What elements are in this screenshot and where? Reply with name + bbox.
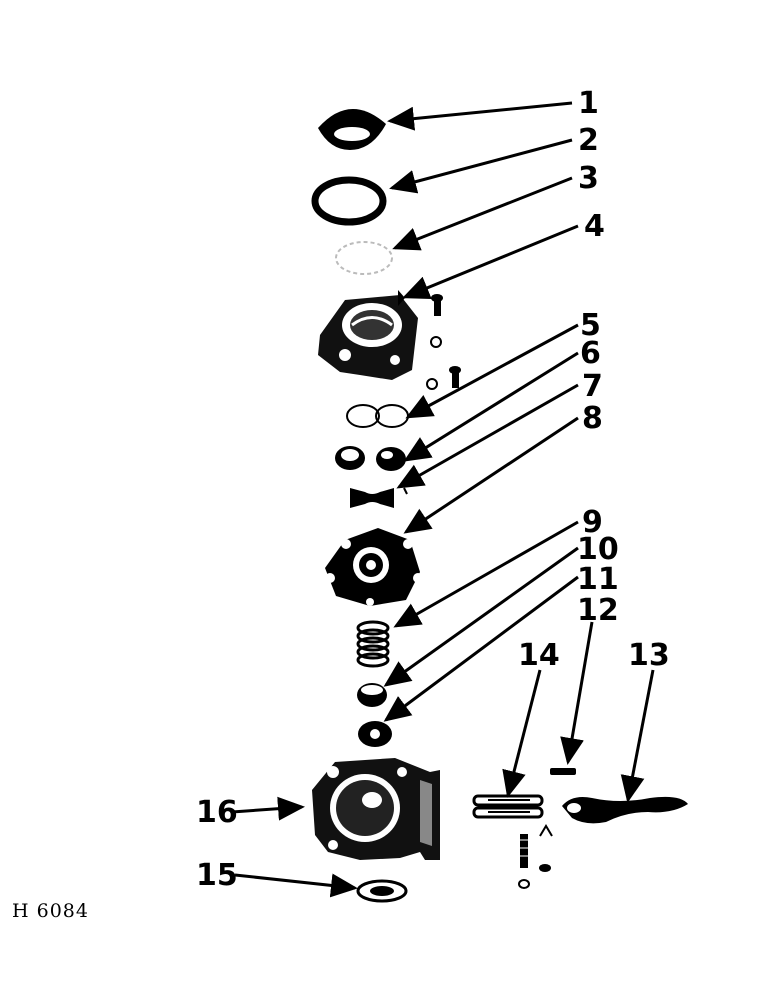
figure-id: H 6084 <box>12 900 89 922</box>
callout-1: 1 <box>578 86 599 121</box>
part-cover-cap <box>318 108 386 150</box>
part-body-screws <box>426 294 461 390</box>
leader-16 <box>231 796 305 821</box>
leader-5 <box>405 323 579 419</box>
part-oil-seal <box>358 721 392 747</box>
callout-13: 13 <box>628 638 670 673</box>
part-valve-pair <box>335 446 406 471</box>
leader-15 <box>234 873 358 898</box>
callout-11: 11 <box>577 562 619 597</box>
part-diaphragm-spring <box>356 620 390 668</box>
callout-3: 3 <box>578 161 599 196</box>
callout-9: 9 <box>582 505 603 540</box>
leader-10 <box>383 546 579 687</box>
part-screen <box>335 241 393 275</box>
part-rocker-arm <box>562 796 688 824</box>
part-spring-retainer <box>357 683 387 707</box>
leader-12 <box>560 621 594 765</box>
part-pump-base <box>312 758 440 860</box>
callout-6: 6 <box>580 336 601 371</box>
callout-14: 14 <box>518 638 560 673</box>
part-pump-body <box>318 290 418 380</box>
callout-7: 7 <box>582 369 603 404</box>
callout-12: 12 <box>577 593 619 628</box>
part-valve-discs <box>346 404 409 428</box>
part-valve-retainer <box>350 487 408 508</box>
callout-15: 15 <box>196 858 238 893</box>
leader-8 <box>403 416 579 534</box>
leader-2 <box>389 138 573 194</box>
leader-4 <box>402 224 579 299</box>
leader-7 <box>396 383 579 489</box>
leader-1 <box>387 101 573 131</box>
leader-3 <box>392 176 573 251</box>
callout-8: 8 <box>582 401 603 436</box>
part-bowl-plug <box>356 879 408 903</box>
part-rocker-pin <box>550 768 576 775</box>
leader-11 <box>383 575 579 722</box>
leader-13 <box>620 669 655 803</box>
part-link-hardware <box>518 824 553 889</box>
part-diaphragm <box>325 528 423 606</box>
callout-numbers: 1 2 3 4 5 6 7 8 9 10 11 12 13 14 15 16 <box>196 86 670 893</box>
leader-6 <box>403 351 579 462</box>
callout-10: 10 <box>577 532 619 567</box>
part-link <box>472 794 544 819</box>
leader-9 <box>393 520 579 628</box>
part-gasket-ring <box>311 176 387 226</box>
callout-4: 4 <box>584 209 605 244</box>
leader-14 <box>502 669 542 798</box>
callout-5: 5 <box>580 308 601 343</box>
callout-2: 2 <box>578 123 599 158</box>
callout-16: 16 <box>196 795 238 830</box>
